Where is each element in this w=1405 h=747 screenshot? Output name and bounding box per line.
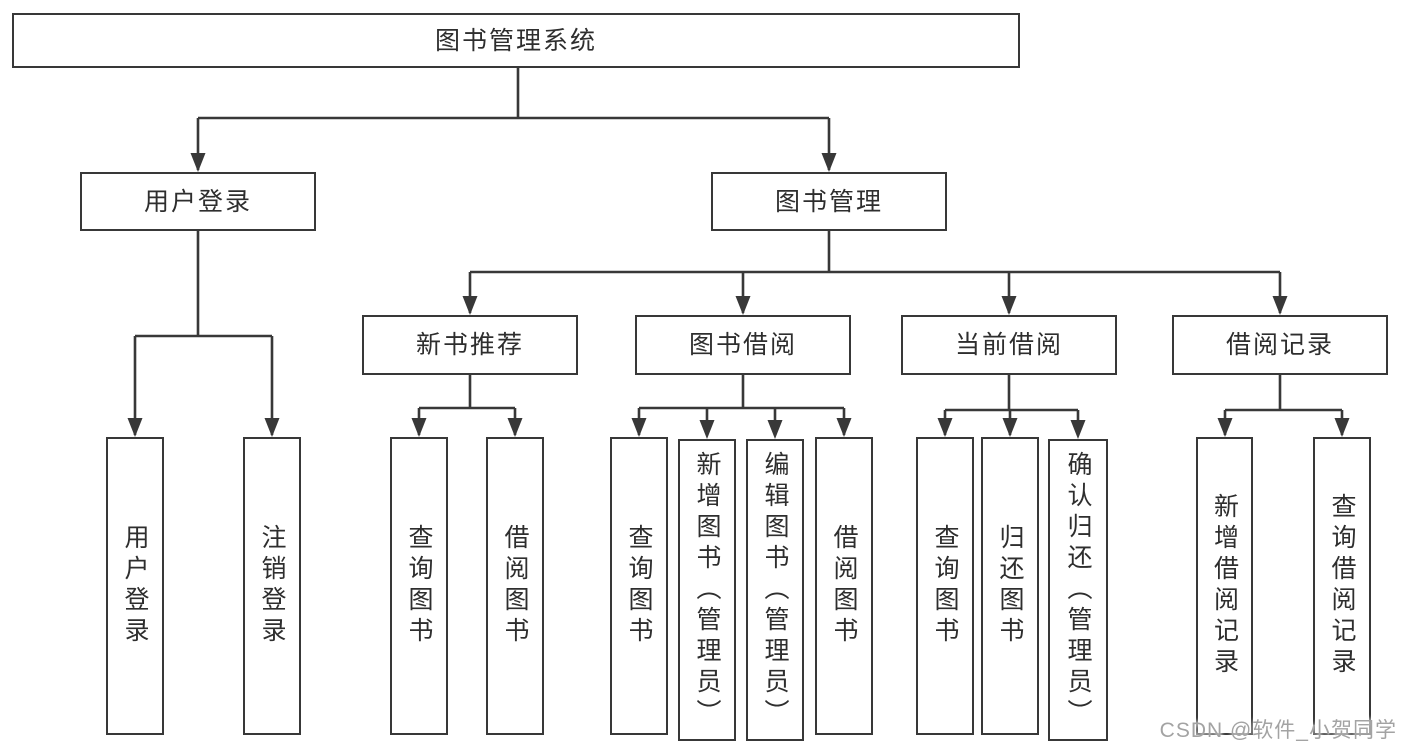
leaf-nb-borrow-books: 借阅图书: [486, 437, 544, 735]
leaf-bb-add-books-admin: 新增图书（管理员）: [678, 439, 736, 741]
leaf-br-query-record: 查询借阅记录: [1313, 437, 1371, 735]
node-new-book-recommend: 新书推荐: [362, 315, 578, 375]
leaf-cb-return-books: 归还图书: [981, 437, 1039, 735]
node-user-login: 用户登录: [80, 172, 316, 231]
leaf-cb-confirm-return-admin: 确认归还（管理员）: [1048, 439, 1108, 741]
csdn-watermark: CSDN @软件_小贺同学: [1159, 719, 1397, 742]
connector-root-to-level2: [196, 68, 831, 170]
connector-book-management-branch: [468, 231, 1282, 313]
leaf-user-login: 用户登录: [106, 437, 164, 735]
leaf-cb-query-books: 查询图书: [916, 437, 974, 735]
leaf-br-add-record: 新增借阅记录: [1196, 437, 1253, 735]
leaf-nb-query-books: 查询图书: [390, 437, 448, 735]
connector-new-books-branch: [417, 375, 517, 435]
connector-user-login-branch: [133, 231, 274, 435]
node-root: 图书管理系统: [12, 13, 1020, 68]
leaf-bb-borrow-books: 借阅图书: [815, 437, 873, 735]
leaf-bb-edit-books-admin: 编辑图书（管理员）: [746, 439, 804, 741]
leaf-bb-query-books: 查询图书: [610, 437, 668, 735]
connector-borrow-records-branch: [1223, 375, 1344, 435]
node-book-borrowing: 图书借阅: [635, 315, 851, 375]
node-current-borrowing: 当前借阅: [901, 315, 1117, 375]
node-borrowing-records: 借阅记录: [1172, 315, 1388, 375]
leaf-logout: 注销登录: [243, 437, 301, 735]
node-book-management: 图书管理: [711, 172, 947, 231]
connector-book-borrowing-branch: [637, 375, 846, 435]
